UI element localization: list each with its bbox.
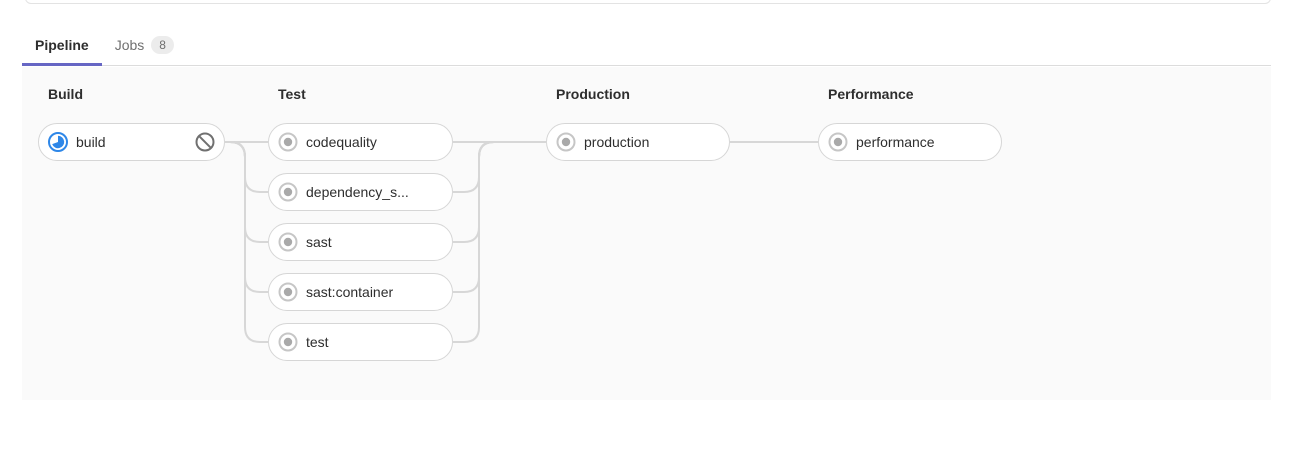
- created-status-icon: [278, 132, 298, 152]
- job-pill-sast-container[interactable]: sast:container: [268, 273, 453, 311]
- stage-title: Production: [556, 86, 630, 102]
- job-name: codequality: [306, 134, 377, 150]
- stage-title: Test: [278, 86, 306, 102]
- summary-box-bottom-edge: [25, 0, 1271, 4]
- job-name: test: [306, 334, 329, 350]
- stage-column-build: Build build: [38, 85, 225, 173]
- pipeline-graph: Build build Test codequality dependency_s...…: [22, 67, 1271, 400]
- cancel-job-button[interactable]: [194, 131, 216, 153]
- tab-pipeline-label: Pipeline: [35, 37, 89, 53]
- tab-jobs[interactable]: Jobs 8: [102, 25, 187, 65]
- tab-jobs-label: Jobs: [114, 37, 145, 53]
- tab-pipeline[interactable]: Pipeline: [22, 25, 102, 66]
- job-pill-dependency-s-[interactable]: dependency_s...: [268, 173, 453, 211]
- created-status-icon: [278, 182, 298, 202]
- job-name: production: [584, 134, 650, 150]
- job-pill-build[interactable]: build: [38, 123, 225, 161]
- created-status-icon: [278, 232, 298, 252]
- job-pill-performance[interactable]: performance: [818, 123, 1002, 161]
- created-status-icon: [828, 132, 848, 152]
- stage-title: Performance: [828, 86, 914, 102]
- job-pill-production[interactable]: production: [546, 123, 730, 161]
- job-name: sast:container: [306, 284, 394, 300]
- job-name: build: [76, 134, 106, 150]
- stage-title: Build: [48, 86, 83, 102]
- created-status-icon: [556, 132, 576, 152]
- stage-column-performance: Performance performance: [818, 85, 1002, 173]
- jobs-count-badge: 8: [151, 36, 174, 54]
- job-pill-sast[interactable]: sast: [268, 223, 453, 261]
- job-pill-codequality[interactable]: codequality: [268, 123, 453, 161]
- pipeline-tabs: Pipeline Jobs 8: [22, 25, 1271, 66]
- stage-column-test: Test codequality dependency_s...sast sast:c…: [268, 85, 453, 373]
- job-name: performance: [856, 134, 935, 150]
- job-name: dependency_s...: [306, 184, 409, 200]
- job-pill-test[interactable]: test: [268, 323, 453, 361]
- job-name: sast: [306, 234, 332, 250]
- created-status-icon: [278, 332, 298, 352]
- created-status-icon: [278, 282, 298, 302]
- stage-column-production: Production production: [546, 85, 730, 173]
- cancel-icon: [195, 132, 215, 152]
- running-status-icon: [48, 132, 68, 152]
